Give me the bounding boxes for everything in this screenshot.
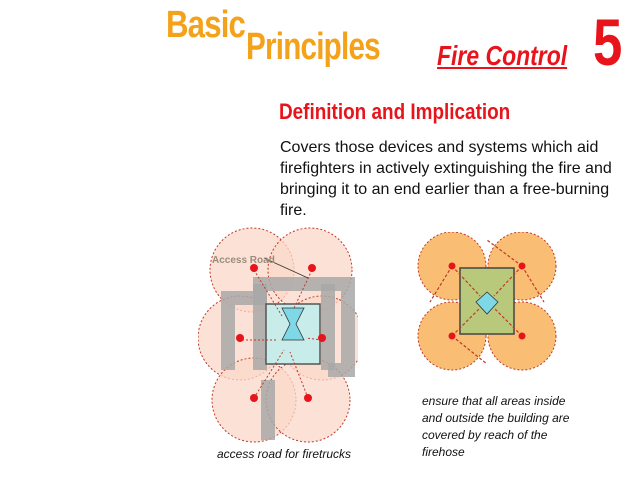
building-core [281,307,305,341]
hose-lines [242,269,323,399]
access-road [221,277,355,440]
section-label: Fire Control [437,40,568,71]
section-number: 5 [593,5,623,79]
building-core [475,291,499,315]
access-road-label: Access Road [212,255,275,266]
access-road-caption: access road for firetrucks [217,447,352,461]
title-word-principles: Principles [246,26,381,68]
subheading: Definition and Implication [279,99,511,124]
body-paragraph: Covers those devices and systems which a… [280,139,612,219]
hose-coverage-diagram [417,232,557,371]
access-road-diagram [198,227,358,443]
title-word-basic: Basic [166,4,246,46]
firetruck-markers [236,264,326,402]
hydrant-markers [448,262,526,340]
label-leader [263,257,309,279]
hose-arrows [429,239,545,365]
coverage-caption: ensure that all areas inside and outside… [422,394,570,459]
